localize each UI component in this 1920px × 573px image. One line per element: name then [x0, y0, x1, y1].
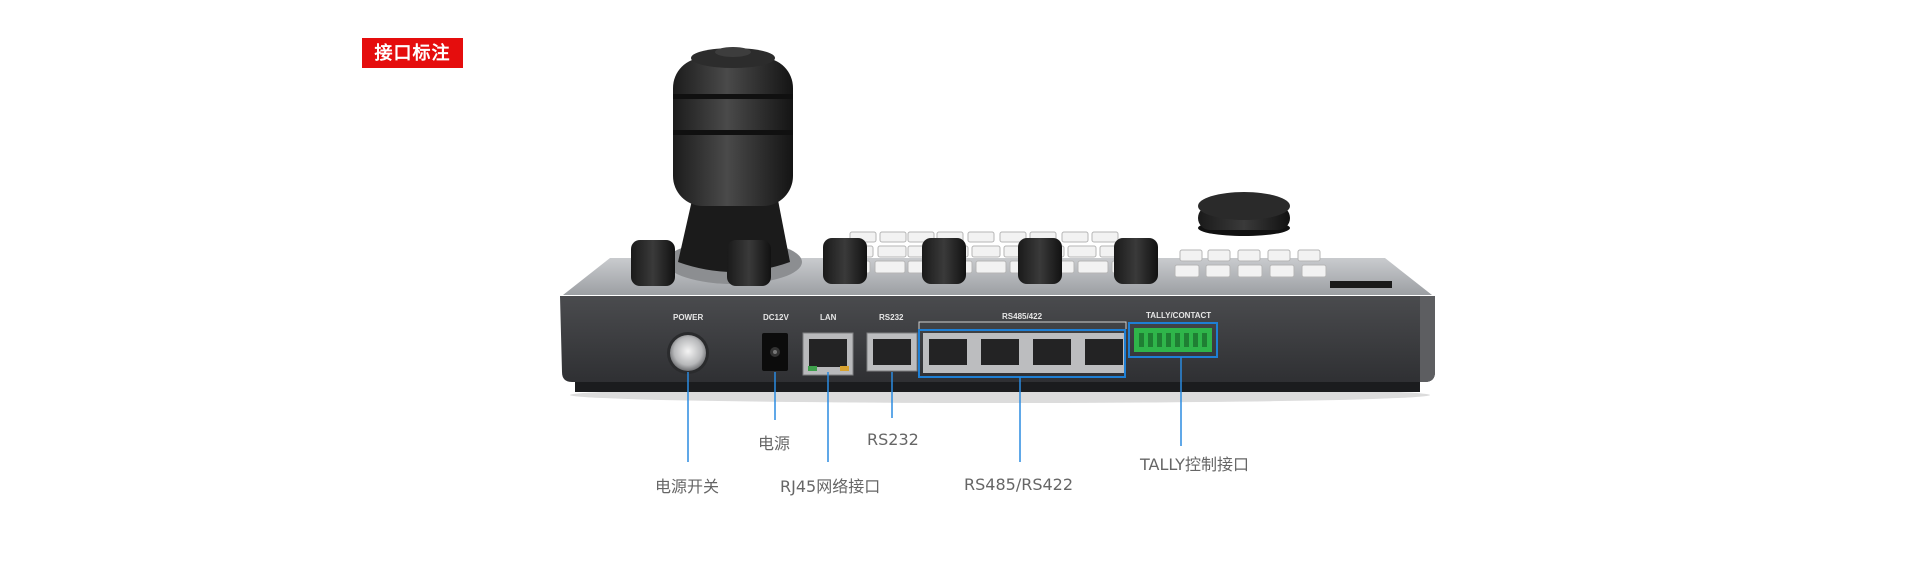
callout-power: 电源 [758, 434, 791, 453]
power-button [667, 332, 709, 374]
callout-power-switch: 电源开关 [655, 477, 720, 496]
dc12v-jack [762, 333, 788, 371]
callout-rj45: RJ45网络接口 [780, 477, 881, 496]
tally-terminal-block [1128, 322, 1218, 358]
callout-rs485: RS485/RS422 [964, 475, 1074, 494]
rs232-port [866, 332, 918, 372]
label-rs485: RS485/422 [1002, 312, 1043, 321]
rs485-ports [918, 321, 1127, 378]
callout-rs232: RS232 [867, 430, 919, 449]
label-rs232: RS232 [879, 313, 904, 322]
callout-leader-lines [687, 357, 1182, 462]
label-tally: TALLY/CONTACT [1146, 311, 1212, 320]
section-title-badge: 接口标注 [362, 38, 463, 68]
label-power: POWER [673, 313, 704, 322]
rotary-knobs [631, 192, 1290, 286]
label-dc12v: DC12V [763, 313, 789, 322]
callout-tally: TALLY控制接口 [1140, 455, 1249, 474]
lan-port [802, 332, 854, 376]
rs485-highlight-box [918, 329, 1126, 378]
label-lan: LAN [820, 313, 837, 322]
tally-highlight-box [1128, 322, 1218, 358]
